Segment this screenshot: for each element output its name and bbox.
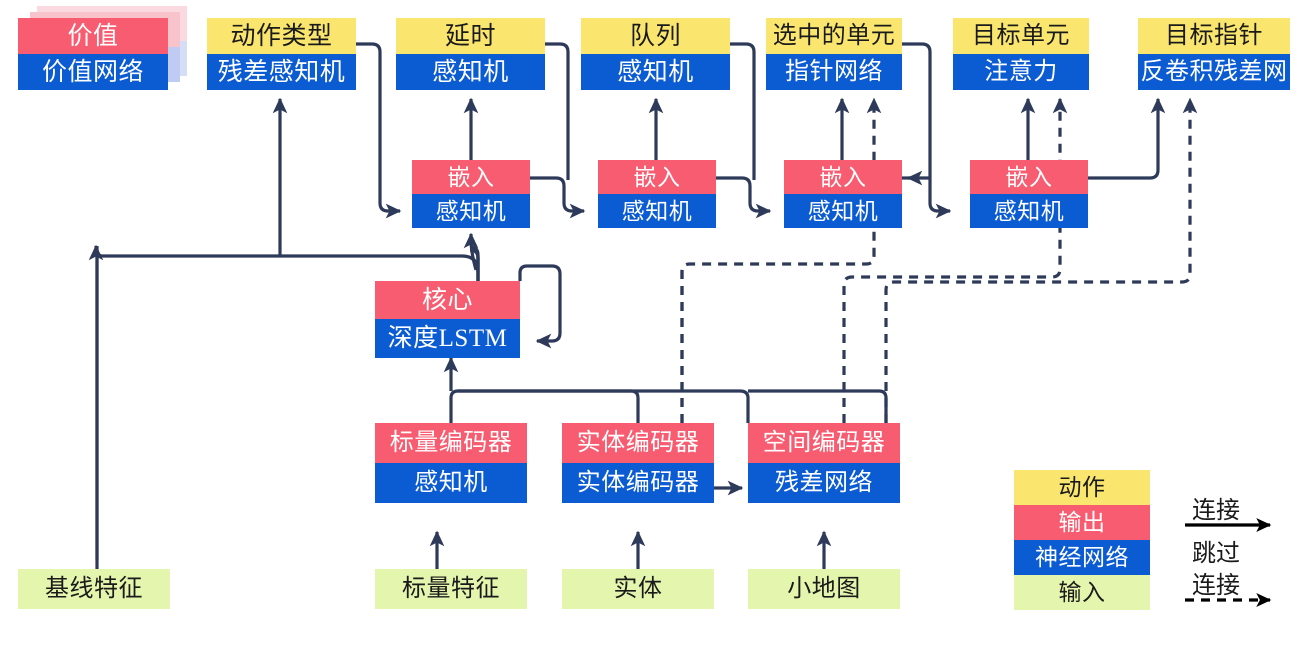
head-target-unit[interactable]: 目标单元 注意力 (953, 18, 1089, 90)
skip-entity-to-selected (680, 97, 882, 423)
head-target-pointer-network-label: 反卷积残差网 (1138, 54, 1290, 90)
head-value-action-label: 价值 (18, 18, 168, 54)
head-selected-units-action-label: 选中的单元 (766, 18, 902, 54)
input-baseline-features[interactable]: 基线特征 (18, 569, 170, 609)
skip-spatial-to-targetptr (884, 97, 1198, 423)
head-queue[interactable]: 队列 感知机 (581, 18, 730, 90)
node-embed-1-network-label: 感知机 (412, 194, 530, 228)
head-target-pointer[interactable]: 目标指针 反卷积残差网 (1138, 18, 1290, 90)
input-entities-label: 实体 (562, 569, 714, 609)
node-entity-encoder-network-label: 实体编码器 (562, 463, 714, 503)
node-core-network-label: 深度LSTM (375, 319, 520, 358)
edge-core-self-loop (518, 264, 562, 349)
edge-embed4-to-targetptr (1088, 97, 1166, 180)
input-minimap-label: 小地图 (748, 569, 900, 609)
edge-embed1-to-embed2 (530, 176, 586, 219)
legend-skip-label-line1: 跳过 (1192, 541, 1240, 567)
skip-spatial-to-targetunit (842, 97, 1068, 423)
edge-delay-to-embed2 (544, 42, 570, 180)
node-spatial-encoder-network-label: 残差网络 (748, 463, 900, 503)
edge-core-up-stub (469, 248, 480, 281)
legend-swatch-network: 神经网络 (1014, 540, 1150, 575)
head-value[interactable]: 价值 价值网络 (18, 18, 168, 90)
edge-spatial-enc-to-bus (748, 389, 888, 423)
edge-entity-enc-to-bus (458, 389, 640, 423)
legend-skip-label-line2: 连接 (1192, 573, 1240, 599)
edge-core-bus-horizontal (88, 244, 480, 273)
node-embed-4-output-label: 嵌入 (970, 160, 1088, 194)
node-embed-4-network-label: 感知机 (970, 194, 1088, 228)
node-embed-2-output-label: 嵌入 (598, 160, 716, 194)
edge-actiontype-to-embed1 (356, 42, 402, 219)
head-selected-units[interactable]: 选中的单元 指针网络 (766, 18, 902, 90)
edge-embed2-to-embed3 (716, 176, 772, 219)
legend-swatch-output: 输出 (1014, 505, 1150, 540)
node-spatial-encoder-output-label: 空间编码器 (748, 423, 900, 463)
node-core-output-label: 核心 (375, 281, 520, 319)
node-embed-4[interactable]: 嵌入 感知机 (970, 160, 1088, 228)
input-minimap[interactable]: 小地图 (748, 569, 900, 609)
head-queue-action-label: 队列 (581, 18, 730, 54)
head-action-type[interactable]: 动作类型 残差感知机 (207, 18, 356, 90)
head-action-type-action-label: 动作类型 (207, 18, 356, 54)
node-scalar-encoder[interactable]: 标量编码器 感知机 (375, 423, 527, 503)
node-spatial-encoder[interactable]: 空间编码器 残差网络 (748, 423, 900, 503)
head-selected-units-network-label: 指针网络 (766, 54, 902, 90)
input-baseline-features-label: 基线特征 (18, 569, 170, 609)
edge-core-riser (470, 246, 480, 281)
edge-core-bus-to-embed1 (470, 248, 480, 281)
node-entity-encoder[interactable]: 实体编码器 实体编码器 (562, 423, 714, 503)
node-embed-3-output-label: 嵌入 (784, 160, 902, 194)
node-embed-3-network-label: 感知机 (784, 194, 902, 228)
head-action-type-network-label: 残差感知机 (207, 54, 356, 90)
node-scalar-encoder-output-label: 标量编码器 (375, 423, 527, 463)
legend-swatches: 动作 输出 神经网络 输入 (1014, 470, 1150, 610)
legend-swatch-action: 动作 (1014, 470, 1150, 505)
node-embed-1[interactable]: 嵌入 感知机 (412, 160, 530, 228)
node-embed-2[interactable]: 嵌入 感知机 (598, 160, 716, 228)
node-entity-encoder-output-label: 实体编码器 (562, 423, 714, 463)
node-scalar-encoder-network-label: 感知机 (375, 463, 527, 503)
legend-connection-label: 连接 (1192, 498, 1240, 524)
node-core[interactable]: 核心 深度LSTM (375, 281, 520, 358)
head-delay-network-label: 感知机 (396, 54, 545, 90)
node-embed-3[interactable]: 嵌入 感知机 (784, 160, 902, 228)
head-target-unit-network-label: 注意力 (953, 54, 1089, 90)
head-delay-action-label: 延时 (396, 18, 545, 54)
legend-swatch-input: 输入 (1014, 575, 1150, 610)
head-target-unit-action-label: 目标单元 (953, 18, 1089, 54)
edge-queue-to-embed3 (730, 42, 756, 180)
edge-selected-to-embed4 (902, 42, 952, 219)
head-queue-network-label: 感知机 (581, 54, 730, 90)
head-target-pointer-action-label: 目标指针 (1138, 18, 1290, 54)
edge-scalar-enc-to-bus (449, 389, 750, 423)
input-scalar-features-label: 标量特征 (375, 569, 527, 609)
node-embed-2-network-label: 感知机 (598, 194, 716, 228)
head-delay[interactable]: 延时 感知机 (396, 18, 545, 90)
edge-core-arrow-embed1 (463, 232, 479, 271)
input-scalar-features[interactable]: 标量特征 (375, 569, 527, 609)
head-value-network-label: 价值网络 (18, 54, 168, 90)
node-embed-1-output-label: 嵌入 (412, 160, 530, 194)
edge-core-to-embed1 (469, 245, 480, 281)
input-entities[interactable]: 实体 (562, 569, 714, 609)
